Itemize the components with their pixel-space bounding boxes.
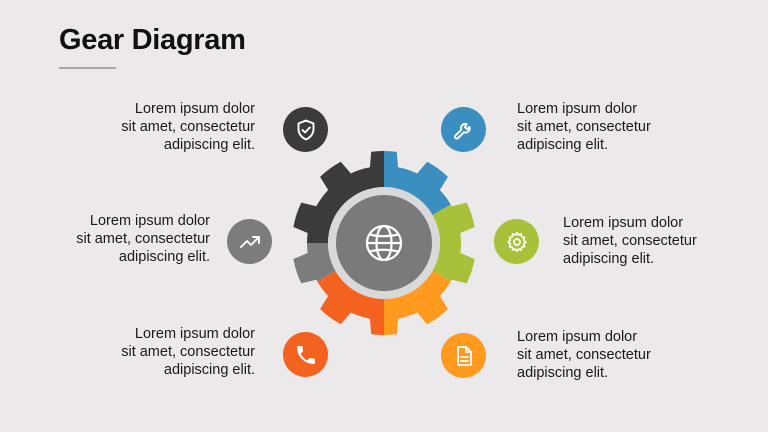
gear-segment-orange-red xyxy=(317,271,384,335)
globe-icon xyxy=(365,224,403,262)
document-icon xyxy=(456,345,472,366)
gear-segment-dark xyxy=(293,151,384,243)
blurb-bottom-right: Lorem ipsum dolor sit amet, consectetur … xyxy=(517,328,717,382)
icon-badge-mid-left xyxy=(227,219,272,264)
icon-badge-bottom-left xyxy=(283,332,328,377)
icon-badge-mid-right xyxy=(494,219,539,264)
icon-badge-bottom-right xyxy=(441,333,486,378)
blurb-line: sit amet, consectetur xyxy=(121,119,255,135)
blurb-line: adipiscing elit. xyxy=(563,251,655,267)
gear-segment-green xyxy=(432,202,475,284)
blurb-line: sit amet, consectetur xyxy=(121,344,255,360)
blurb-line: adipiscing elit. xyxy=(163,137,255,153)
wrench-icon xyxy=(453,122,471,140)
blurb-top-left: Lorem ipsum dolor sit amet, consectetur … xyxy=(55,100,255,154)
blurb-line: Lorem ipsum dolor xyxy=(517,101,638,117)
blurb-line: sit amet, consectetur xyxy=(563,233,697,249)
blurb-bottom-left: Lorem ipsum dolor sit amet, consectetur … xyxy=(55,325,255,379)
gear-segment-blue xyxy=(384,151,451,215)
page-title: Gear Diagram xyxy=(59,24,246,56)
blurb-line: adipiscing elit. xyxy=(163,362,255,378)
gear-segment-gray xyxy=(293,243,336,284)
title-underline xyxy=(59,67,116,69)
blurb-line: Lorem ipsum dolor xyxy=(134,101,255,117)
blurb-mid-left: Lorem ipsum dolor sit amet, consectetur … xyxy=(10,212,210,266)
icon-badge-top-right xyxy=(441,107,486,152)
gear-icon xyxy=(506,231,527,252)
blurb-line: sit amet, consectetur xyxy=(517,347,651,363)
blurb-line: Lorem ipsum dolor xyxy=(134,326,255,342)
blurb-line: sit amet, consectetur xyxy=(517,119,651,135)
phone-icon xyxy=(296,345,315,364)
gear-segments xyxy=(293,151,475,335)
blurb-line: Lorem ipsum dolor xyxy=(89,213,210,229)
gear-segment-orange xyxy=(384,271,451,335)
blurb-line: sit amet, consectetur xyxy=(76,231,210,247)
blurb-line: adipiscing elit. xyxy=(517,365,609,381)
blurb-line: adipiscing elit. xyxy=(118,249,210,265)
shield-check-icon xyxy=(297,119,314,140)
icon-badge-top-left xyxy=(283,107,328,152)
blurb-line: Lorem ipsum dolor xyxy=(517,329,638,345)
blurb-line: Lorem ipsum dolor xyxy=(563,215,684,231)
blurb-line: adipiscing elit. xyxy=(517,137,609,153)
trending-up-icon xyxy=(239,235,260,248)
blurb-mid-right: Lorem ipsum dolor sit amet, consectetur … xyxy=(563,214,763,268)
blurb-top-right: Lorem ipsum dolor sit amet, consectetur … xyxy=(517,100,717,154)
